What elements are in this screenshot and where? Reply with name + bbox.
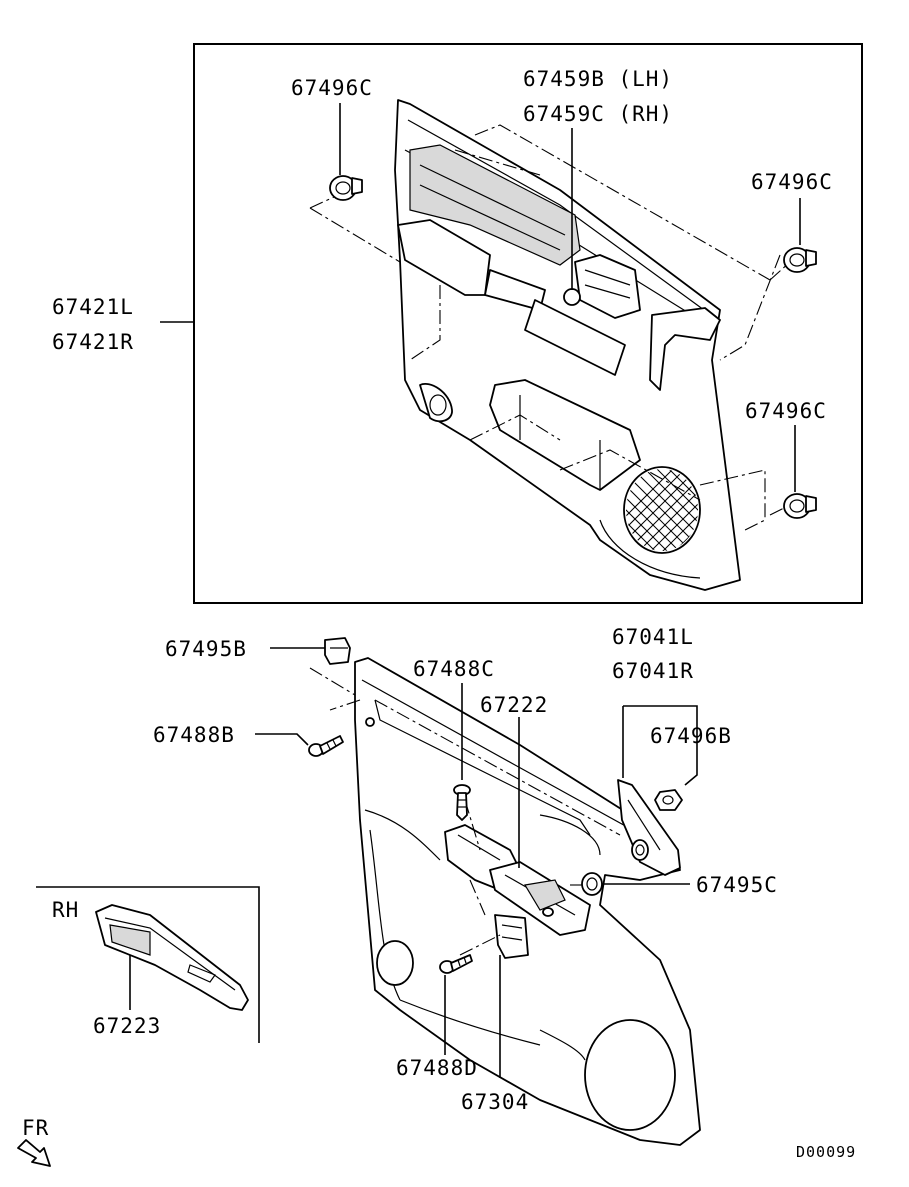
label-67496c-top: 67496C <box>291 76 373 100</box>
label-67421l: 67421L <box>52 295 134 319</box>
door-trim-panel-lower <box>354 657 701 1146</box>
lower-dash-lines <box>309 667 621 956</box>
label-67459c-rh: 67459C (RH) <box>523 102 673 126</box>
label-67304: 67304 <box>461 1090 529 1114</box>
label-67488b: 67488B <box>153 723 235 747</box>
rh-inset <box>36 886 260 1043</box>
label-67495c: 67495C <box>696 873 778 897</box>
label-fr: FR <box>22 1116 49 1140</box>
label-rh: RH <box>52 898 79 922</box>
label-67496b: 67496B <box>650 724 732 748</box>
label-67496c-right-lower: 67496C <box>745 399 827 423</box>
clip-67496c-right-upper <box>783 198 817 273</box>
screw-67488c <box>453 683 471 821</box>
label-67223: 67223 <box>93 1014 161 1038</box>
label-67496c-right-upper: 67496C <box>751 170 833 194</box>
label-67488c: 67488C <box>413 657 495 681</box>
screw-67488b <box>255 733 344 757</box>
label-67421r: 67421R <box>52 330 134 354</box>
front-arrow-icon <box>17 1139 51 1167</box>
label-67041l: 67041L <box>612 625 694 649</box>
label-67222: 67222 <box>480 693 548 717</box>
clip-67496c-top <box>329 103 363 201</box>
label-67459b-lh: 67459B (LH) <box>523 67 673 91</box>
screw-67488d <box>439 954 473 1055</box>
clip-67496b <box>654 789 683 811</box>
clip-67495b <box>270 637 351 665</box>
label-67495b: 67495B <box>165 637 247 661</box>
diagram-code: D00099 <box>796 1143 856 1161</box>
label-67041r: 67041R <box>612 659 694 683</box>
clip-67496c-right-lower <box>783 425 817 519</box>
upper-assembly-frame <box>193 43 863 604</box>
label-67488d: 67488D <box>396 1056 478 1080</box>
garnish-67041 <box>617 705 698 876</box>
clip-67495c <box>581 872 690 896</box>
door-trim-panel-upper <box>394 99 741 591</box>
